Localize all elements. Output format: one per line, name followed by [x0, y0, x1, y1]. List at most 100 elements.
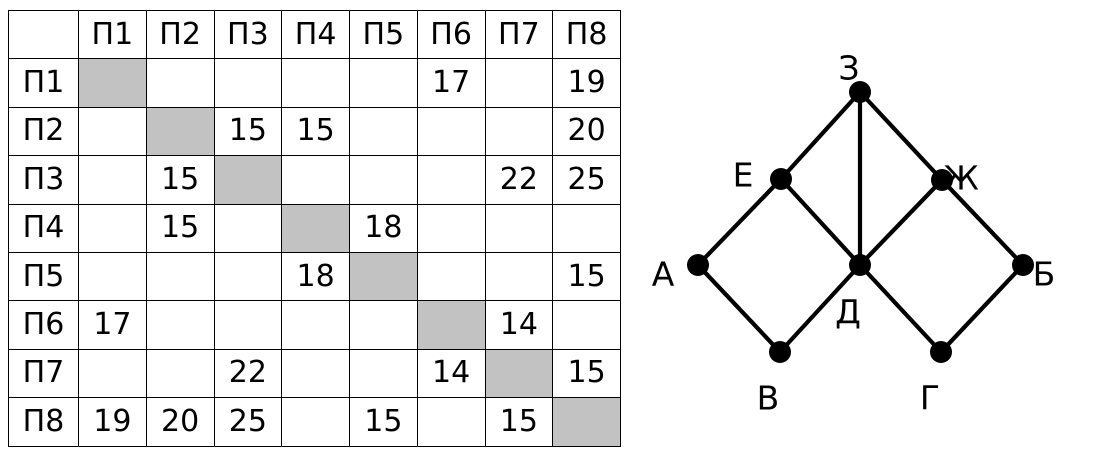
graph-edge-e-d	[778, 176, 863, 268]
table-cell-r4c3	[213, 203, 283, 253]
table-cell-r6c1: 17	[78, 300, 147, 350]
table-cell-r4c7	[484, 203, 554, 253]
table-cell-r8c1: 19	[78, 397, 147, 447]
table-cell-r3c5	[349, 155, 418, 205]
row-header-п2: П2	[8, 106, 79, 157]
table-cell-r2c1	[78, 106, 147, 157]
table-cell-diagonal-r5c5	[349, 251, 418, 302]
table-corner-cell	[8, 9, 79, 60]
column-header-p2: П2	[145, 9, 215, 60]
table-cell-r3c2: 15	[145, 155, 215, 205]
column-header-p4: П4	[281, 9, 350, 60]
table-cell-r1c3	[213, 58, 283, 108]
table-cell-diagonal-r3c3	[213, 155, 283, 205]
table-cell-r2c7	[484, 106, 554, 157]
graph-edge-d-zh	[857, 177, 945, 268]
table-cell-r2c5	[349, 106, 418, 157]
table-cell-diagonal-r2c2	[145, 106, 215, 157]
row-header-п4: П4	[8, 203, 79, 253]
table-cell-diagonal-r1c1	[78, 58, 147, 108]
table-cell-r1c8: 19	[552, 58, 621, 108]
graph-node-label-g: Г	[920, 379, 940, 418]
table-cell-r1c4	[281, 58, 350, 108]
column-header-p1: П1	[78, 9, 147, 60]
graph-node-group	[687, 81, 1034, 363]
table-cell-r3c1	[78, 155, 147, 205]
table-cell-r6c3	[213, 300, 283, 350]
column-header-p5: П5	[349, 9, 418, 60]
graph-edge-a-e	[695, 176, 784, 268]
row-header-п8: П8	[8, 397, 79, 447]
table-cell-r5c1	[78, 251, 147, 302]
table-cell-diagonal-r6c6	[416, 300, 486, 350]
table-cell-r2c6	[416, 106, 486, 157]
table-cell-r3c7: 22	[484, 155, 554, 205]
table-cell-r1c7	[484, 58, 554, 108]
graph-edge-g-b	[938, 262, 1026, 355]
table-head: П1 П2 П3 П4 П5 П6 П7 П8	[8, 9, 621, 60]
table-cell-r3c4	[281, 155, 350, 205]
graph-node-z	[849, 81, 871, 103]
table-cell-r3c6	[416, 155, 486, 205]
table-header-row: П1 П2 П3 П4 П5 П6 П7 П8	[8, 9, 621, 60]
graph-node-b	[1012, 254, 1034, 276]
graph-edge-e-z	[778, 89, 863, 182]
table-cell-r6c4	[281, 300, 350, 350]
row-header-п3: П3	[8, 155, 79, 205]
table-cell-r7c3: 22	[213, 348, 283, 399]
graph-node-v	[769, 341, 791, 363]
table-cell-r4c8	[552, 203, 621, 253]
graph-node-e	[770, 168, 792, 190]
table-cell-r5c3	[213, 251, 283, 302]
table-cell-r6c7: 14	[484, 300, 554, 350]
column-header-p7: П7	[484, 9, 554, 60]
graph-node-label-a: А	[652, 255, 675, 294]
table-cell-r2c8: 20	[552, 106, 621, 157]
table-cell-r7c2	[145, 348, 215, 399]
table-cell-r8c5: 15	[349, 397, 418, 447]
table-cell-r4c2: 15	[145, 203, 215, 253]
graph-edge-z-zh	[857, 89, 945, 183]
table-cell-r5c6	[416, 251, 486, 302]
graph-edge-a-v	[695, 262, 783, 355]
table-cell-r6c5	[349, 300, 418, 350]
table-cell-r1c2	[145, 58, 215, 108]
column-header-p8: П8	[552, 9, 621, 60]
table-cell-diagonal-r8c8	[552, 397, 621, 447]
row-header-п6: П6	[8, 300, 79, 350]
graph-edge-zh-b	[939, 177, 1026, 268]
table-cell-r7c5	[349, 348, 418, 399]
table-cell-r7c4	[281, 348, 350, 399]
graph-node-label-e: Е	[733, 156, 754, 195]
table-cell-r4c6	[416, 203, 486, 253]
table-cell-r5c4: 18	[281, 251, 350, 302]
table-cell-r7c8: 15	[552, 348, 621, 399]
table-cell-r7c6: 14	[416, 348, 486, 399]
graph-node-label-d: Д	[835, 293, 861, 332]
graph-edge-d-g	[857, 262, 944, 355]
row-header-п5: П5	[8, 251, 79, 302]
graph-node-g	[930, 341, 952, 363]
graph-node-d	[849, 254, 871, 276]
table-cell-r6c2	[145, 300, 215, 350]
table-cell-r8c2: 20	[145, 397, 215, 447]
table-cell-r4c1	[78, 203, 147, 253]
graph-node-zh	[931, 169, 953, 191]
graph-node-label-v: В	[757, 379, 780, 418]
table-cell-r2c3: 15	[213, 106, 283, 157]
column-header-p6: П6	[416, 9, 486, 60]
table-cell-r1c5	[349, 58, 418, 108]
